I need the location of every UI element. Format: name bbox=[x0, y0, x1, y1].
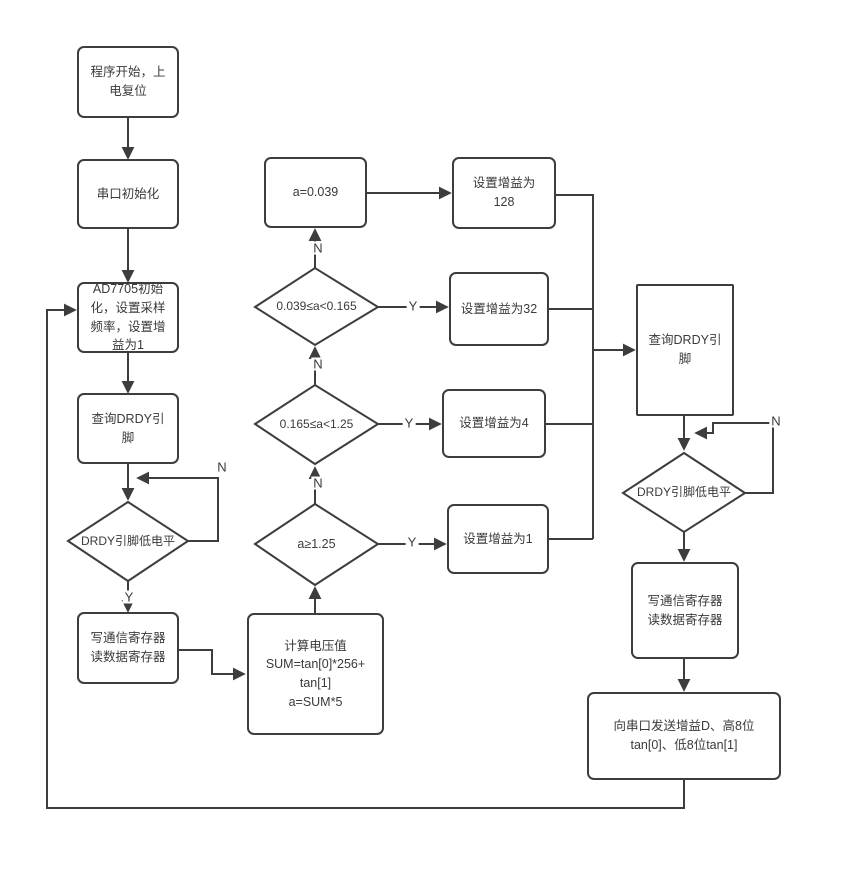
flow-box-write1 bbox=[77, 612, 179, 684]
flow-box-gain1 bbox=[447, 504, 549, 574]
flow-diamond-drdy2 bbox=[621, 451, 747, 534]
flow-box-query1 bbox=[77, 393, 179, 464]
flow-diamond-drdy1 bbox=[66, 500, 190, 583]
flow-box-send bbox=[587, 692, 781, 780]
flow-box-gain4 bbox=[442, 389, 546, 458]
flow-box-calc bbox=[247, 613, 384, 735]
flow-diamond-a125 bbox=[253, 502, 380, 587]
flow-box-write2 bbox=[631, 562, 739, 659]
flow-box-gain32 bbox=[449, 272, 549, 346]
connector-write1-calc bbox=[178, 649, 246, 681]
connector-drdy2-n-loop bbox=[694, 422, 774, 494]
flow-diamond-a0039 bbox=[253, 266, 380, 347]
flow-box-serial bbox=[77, 159, 179, 229]
flow-box-a0039 bbox=[264, 157, 367, 228]
flow-box-gain128 bbox=[452, 157, 556, 229]
flow-box-ad7705 bbox=[77, 282, 179, 353]
flow-box-start bbox=[77, 46, 179, 118]
connector-send-feedback-ad7705 bbox=[46, 303, 685, 809]
flow-box-query2 bbox=[636, 284, 734, 416]
flow-diamond-a0165 bbox=[253, 383, 380, 466]
connector-drdy1-n-loop bbox=[136, 471, 219, 542]
